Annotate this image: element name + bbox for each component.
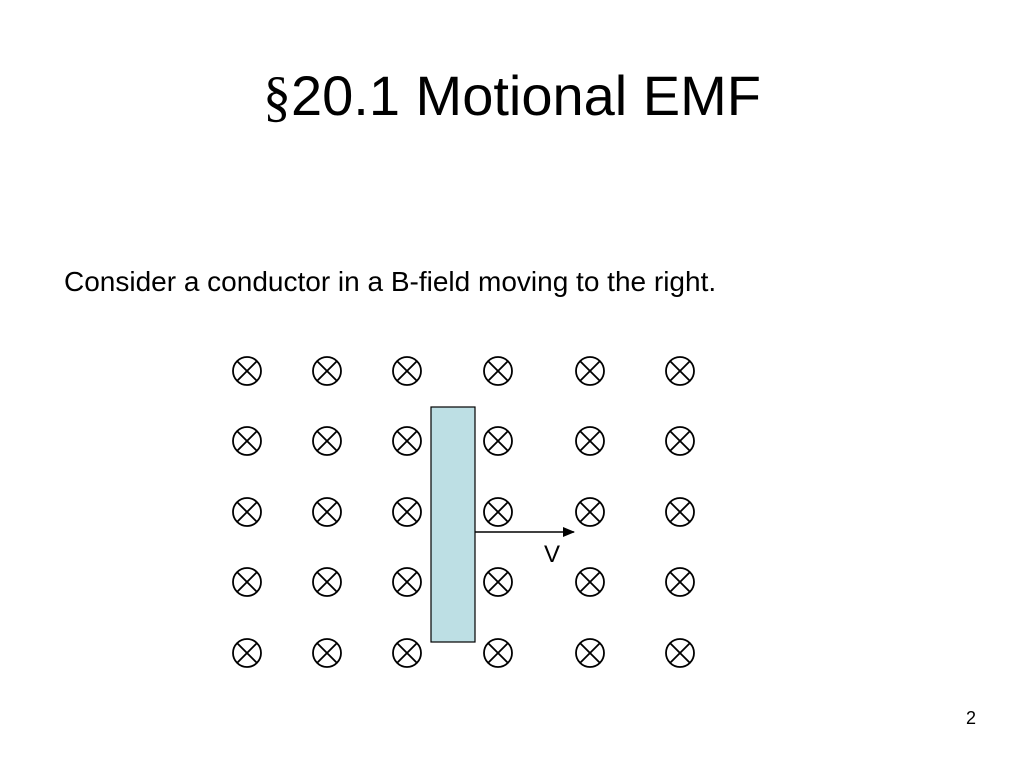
field-into-page-symbol: [483, 638, 513, 668]
field-into-page-symbol: [483, 497, 513, 527]
field-into-page-symbol: [312, 426, 342, 456]
field-into-page-symbol: [665, 497, 695, 527]
field-into-page-symbol: [232, 497, 262, 527]
field-into-page-symbol: [312, 638, 342, 668]
slide-title: §20.1 Motional EMF: [0, 60, 1024, 133]
field-into-page-symbol: [575, 426, 605, 456]
field-into-page-symbol: [312, 497, 342, 527]
field-into-page-symbol: [575, 638, 605, 668]
title-text: 20.1 Motional EMF: [291, 64, 761, 127]
field-into-page-symbol: [392, 356, 422, 386]
section-sign: §: [263, 66, 291, 128]
field-into-page-symbol: [312, 356, 342, 386]
field-into-page-symbol: [483, 356, 513, 386]
field-into-page-symbol: [232, 638, 262, 668]
page-number: 2: [965, 708, 976, 728]
field-into-page-symbol: [392, 638, 422, 668]
conductor-rod: [430, 406, 476, 643]
field-into-page-symbol: [575, 356, 605, 386]
field-into-page-symbol: [575, 497, 605, 527]
field-into-page-symbol: [392, 497, 422, 527]
field-into-page-symbol: [232, 567, 262, 597]
field-into-page-symbol: [232, 426, 262, 456]
field-into-page-symbol: [483, 567, 513, 597]
body-text: Consider a conductor in a B-field moving…: [64, 266, 717, 297]
field-into-page-symbol: [483, 426, 513, 456]
field-into-page-symbol: [665, 638, 695, 668]
velocity-label: V: [544, 541, 560, 568]
field-into-page-symbol: [312, 567, 342, 597]
field-into-page-symbol: [232, 356, 262, 386]
field-into-page-symbol: [665, 356, 695, 386]
motional-emf-diagram: V: [232, 356, 695, 668]
magnetic-field-into-page: [232, 356, 695, 668]
field-into-page-symbol: [392, 426, 422, 456]
field-into-page-symbol: [665, 567, 695, 597]
field-into-page-symbol: [575, 567, 605, 597]
field-into-page-symbol: [392, 567, 422, 597]
field-into-page-symbol: [665, 426, 695, 456]
